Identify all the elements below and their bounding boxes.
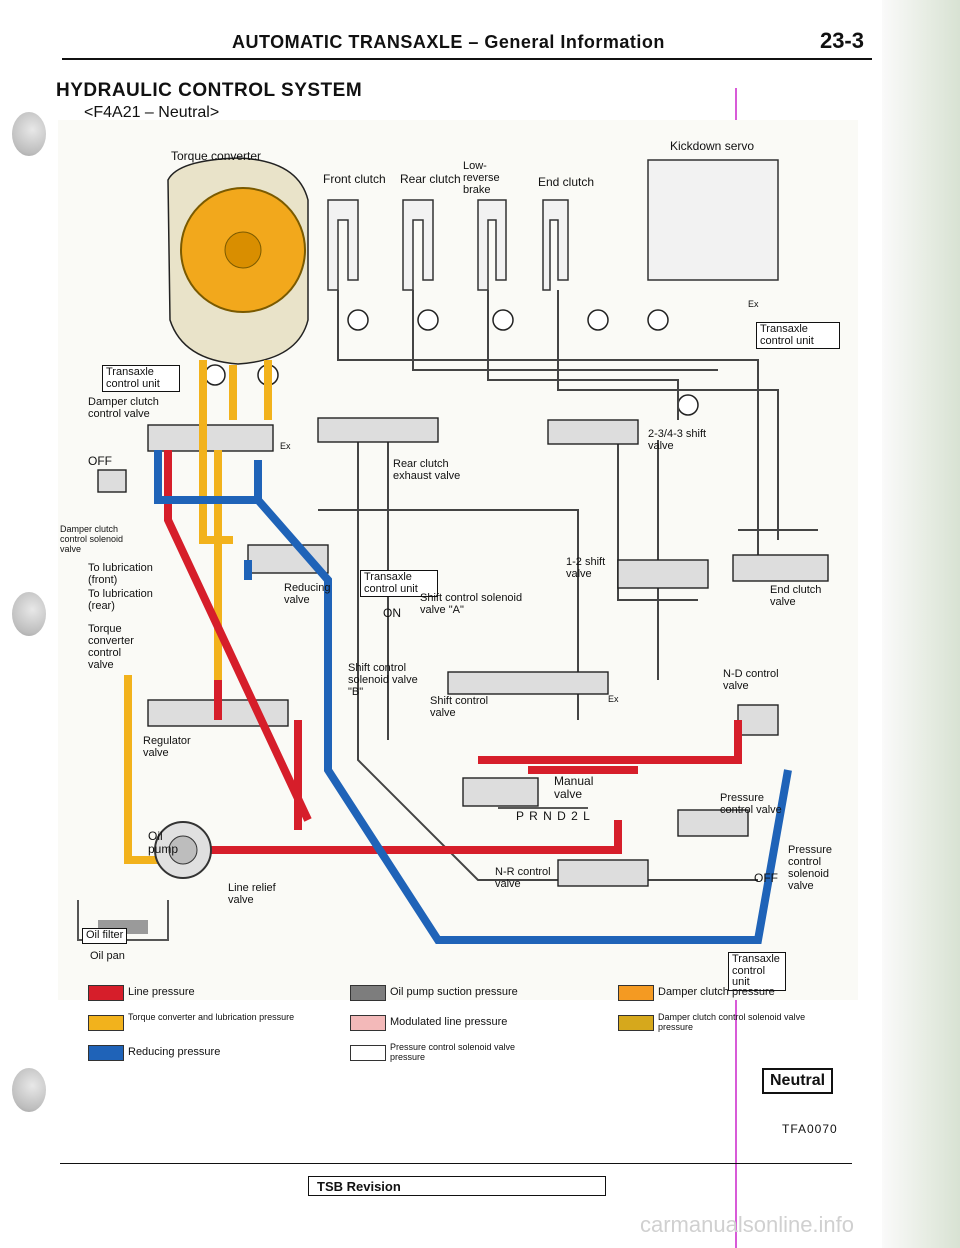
label-ex: Ex (748, 299, 759, 309)
legend-text: Reducing pressure (128, 1046, 221, 1058)
clutch-housings (327, 159, 779, 291)
label-torque-converter: Torque converter (171, 149, 262, 163)
label-oil-pan: Oil pan (90, 950, 125, 962)
legend-swatch (618, 1015, 654, 1031)
label-end-clutch-valve: End clutch valve (770, 584, 822, 609)
label-shift-solenoid-a: Shift control solenoid valve "A" (420, 592, 523, 617)
label-torque-converter-valve: Torque converter control valve (88, 623, 134, 672)
label-front-clutch: Front clutch (323, 172, 386, 186)
label-rear-clutch-exhaust: Rear clutch exhaust valve (393, 458, 461, 483)
page-number: 23-3 (819, 28, 864, 53)
label-tcu-right: Transaxle control unit (756, 322, 840, 350)
label-shift-valve-12: 1-2 shift valve (566, 556, 606, 581)
label-shift-valve-234: 2-3/4-3 shift valve (648, 428, 707, 453)
label-reducing-valve: Reducing valve (284, 582, 331, 607)
label-lub-rear: To lubrication (rear) (88, 588, 153, 613)
neutral-badge: Neutral (762, 1068, 834, 1094)
tsb-revision: TSB Revision (308, 1176, 606, 1196)
oil-pump (154, 821, 212, 879)
valve-bodies (97, 417, 829, 887)
watermark: carmanualsonline.info (640, 1212, 855, 1237)
binder-hole (12, 592, 46, 636)
header-title: AUTOMATIC TRANSAXLE – General Informatio… (232, 32, 665, 52)
label-oil-pump: Oil pump (148, 829, 179, 857)
label-ex: Ex (280, 441, 291, 451)
label-damper-clutch-valve: Damper clutch control valve (88, 396, 159, 421)
binder-hole (12, 1068, 46, 1112)
label-pressure-control-valve: Pressure control valve (720, 792, 782, 817)
label-oil-filter: Oil filter (82, 928, 128, 944)
legend-text: Oil pump suction pressure (390, 986, 518, 998)
legend-swatch (88, 1015, 124, 1031)
line-pressure-lines (164, 450, 742, 854)
label-damper-solenoid: Damper clutch control solenoid valve (60, 524, 124, 554)
label-lub-front: To lubrication (front) (88, 562, 153, 587)
label-manual-valve: Manual valve (554, 774, 594, 802)
legend-swatch (618, 985, 654, 1001)
label-rear-clutch: Rear clutch (400, 172, 461, 186)
label-kickdown-servo: Kickdown servo (670, 139, 755, 153)
hydraulic-schematic (58, 120, 858, 1000)
legend: Line pressure Torque converter and lubri… (88, 985, 848, 1075)
legend-text: Pressure control solenoid valve pressure (390, 1042, 516, 1062)
binder-hole (12, 112, 46, 156)
section-subtitle: <F4A21 – Neutral> (84, 104, 220, 121)
label-nd-control-valve: N-D control valve (723, 668, 779, 693)
label-regulator-valve: Regulator valve (143, 735, 191, 760)
legend-text: Damper clutch control solenoid valve pre… (658, 1012, 806, 1032)
label-tcu-left: Transaxle control unit (102, 365, 180, 393)
label-nr-control-valve: N-R control valve (495, 866, 551, 891)
label-shift-solenoid-b: Shift control solenoid valve "B" (348, 662, 418, 699)
label-prnd2l: P R N D 2 L (516, 809, 591, 823)
legend-swatch (350, 1015, 386, 1031)
label-tcu-mid: Transaxle control unit (360, 570, 438, 598)
hydraulic-diagram: Torque converter Front clutch Rear clutc… (58, 120, 858, 1000)
legend-swatch (350, 1045, 386, 1061)
section-title: HYDRAULIC CONTROL SYSTEM (56, 80, 363, 101)
reducing-pressure-lines (154, 450, 792, 944)
label-pressure-control-solenoid: Pressure control solenoid valve (788, 844, 833, 893)
torque-converter (167, 157, 309, 365)
footer-rule (60, 1163, 852, 1164)
label-low-reverse-brake: Low-reverse brake (463, 160, 500, 197)
legend-text: Damper clutch pressure (658, 986, 775, 998)
legend-swatch (350, 985, 386, 1001)
page-header: AUTOMATIC TRANSAXLE – General Informatio… (62, 28, 872, 60)
label-on: ON (383, 606, 401, 620)
label-off-2: OFF (754, 871, 778, 885)
pressure-gauges (204, 309, 699, 416)
label-tcu-bottom: Transaxle control unit (728, 952, 786, 991)
label-end-clutch: End clutch (538, 175, 595, 189)
legend-swatch (88, 985, 124, 1001)
figure-code: TFA0070 (782, 1122, 838, 1136)
legend-text: Torque converter and lubrication pressur… (128, 1012, 295, 1022)
label-shift-control-valve: Shift control valve (430, 695, 489, 720)
page-edge-strip (882, 0, 960, 1248)
label-off: OFF (88, 454, 112, 468)
legend-text: Line pressure (128, 986, 195, 998)
label-ex: Ex (608, 694, 619, 704)
legend-text: Modulated line pressure (390, 1016, 508, 1028)
legend-swatch (88, 1045, 124, 1061)
label-line-relief: Line relief valve (228, 882, 276, 907)
torque-lubrication-lines (124, 360, 272, 864)
